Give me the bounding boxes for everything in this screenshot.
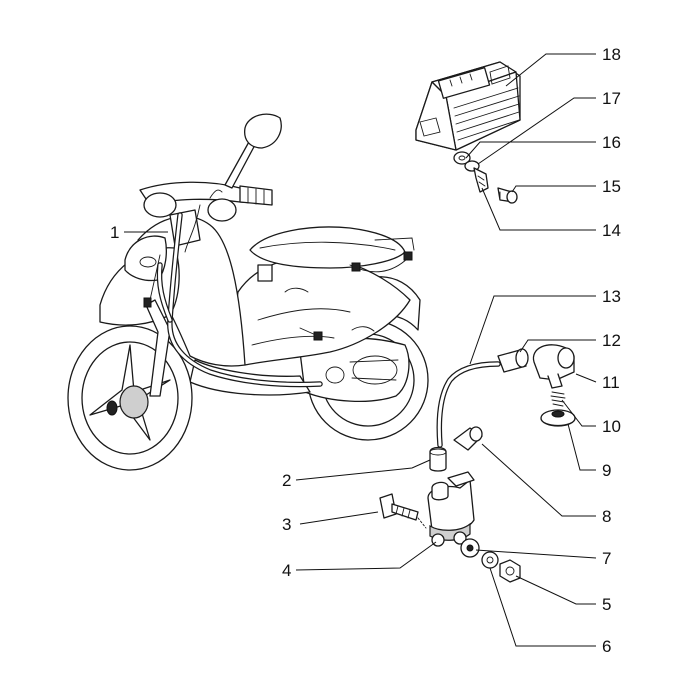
washer-7 <box>460 538 480 558</box>
callout-1: 1 <box>110 223 119 242</box>
callout-14: 14 <box>602 221 621 240</box>
mirror <box>244 113 282 149</box>
washer-16 <box>453 151 471 165</box>
callout-labels: 1 2 3 4 5 6 7 8 9 10 11 12 13 14 15 16 1… <box>110 45 621 656</box>
callout-7: 7 <box>602 549 611 568</box>
floor-board <box>189 359 311 396</box>
coil-cap-2 <box>429 446 447 472</box>
connector-14 <box>473 167 489 193</box>
callout-16: 16 <box>602 133 621 152</box>
callout-11: 11 <box>602 373 620 392</box>
voltage-regulator <box>415 61 521 151</box>
callout-6: 6 <box>602 637 611 656</box>
regulator-hardware <box>453 151 518 204</box>
front-cowl <box>124 235 167 282</box>
mirror-stem <box>224 139 257 189</box>
grommet <box>540 409 576 427</box>
boot-8 <box>453 426 483 451</box>
callout-9: 9 <box>602 461 611 480</box>
cap-12 <box>497 348 529 373</box>
callout-13: 13 <box>602 287 621 306</box>
callout-2: 2 <box>282 471 291 490</box>
spark-plug-cap <box>532 344 575 389</box>
leader-lines <box>124 53 597 647</box>
spring-10 <box>550 391 566 407</box>
callout-17: 17 <box>602 89 621 108</box>
callout-10: 10 <box>602 417 621 436</box>
callout-15: 15 <box>602 177 621 196</box>
callout-5: 5 <box>602 595 611 614</box>
ht-cable <box>436 361 501 448</box>
spacer-6 <box>481 551 499 569</box>
callout-3: 3 <box>282 515 291 534</box>
front-wheel <box>67 325 193 471</box>
scooter-illustration <box>67 113 429 471</box>
nut-5 <box>499 559 521 583</box>
side-badge <box>257 264 273 282</box>
ignition-coil <box>427 471 475 547</box>
callout-18: 18 <box>602 45 621 64</box>
callout-4: 4 <box>282 561 291 580</box>
callout-12: 12 <box>602 331 621 350</box>
bolt-3 <box>379 493 419 521</box>
callout-8: 8 <box>602 507 611 526</box>
